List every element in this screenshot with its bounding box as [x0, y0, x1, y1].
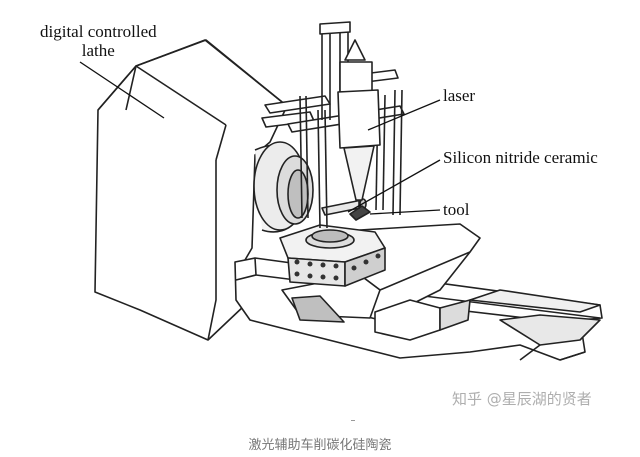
divider-dot [351, 420, 355, 421]
chuck-drum [253, 141, 314, 233]
label-digital-controlled-lathe: digital controlled lathe [40, 22, 157, 60]
tool-tip [349, 205, 371, 221]
label-laser: laser [443, 86, 476, 105]
label-lathe-line1: digital controlled [40, 22, 157, 41]
tool-post [279, 224, 386, 287]
label-tool: tool [443, 200, 470, 219]
label-lathe-line2: lathe [81, 41, 115, 60]
watermark: 知乎 @星辰湖的贤者 [452, 390, 592, 408]
lathe-diagram [79, 21, 603, 361]
figure-caption: 激光辅助车削碳化硅陶瓷 [248, 438, 392, 453]
leader-lines [79, 61, 441, 215]
laser-head [337, 39, 381, 209]
carriage [281, 223, 481, 341]
label-silicon-nitride-ceramic: Silicon nitride ceramic [443, 148, 598, 167]
